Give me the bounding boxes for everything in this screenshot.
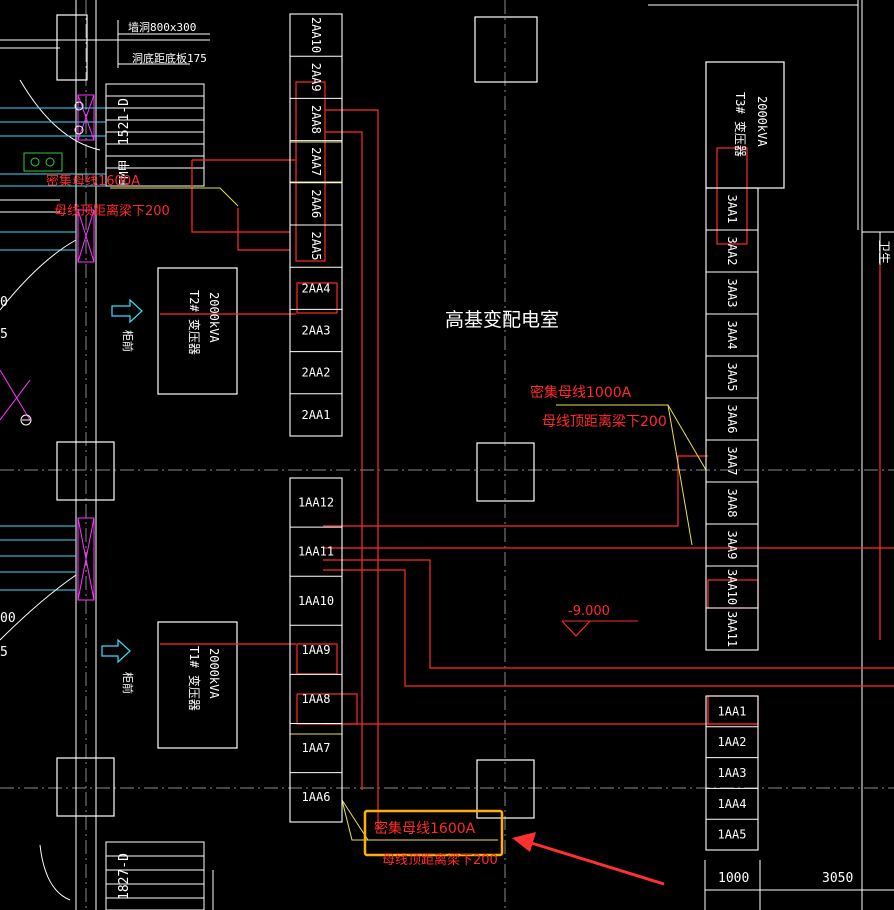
panel-labels-2aa: 2AA10 2AA9 2AA8 2AA7 2AA6 2AA5 2AA4 2AA3 2AA2 2AA… xyxy=(290,13,342,422)
panel-label: 3AA2 xyxy=(725,237,739,266)
panel-label: 1AA4 xyxy=(718,797,747,811)
edge-fragment-4: 5 xyxy=(0,645,8,660)
dim-1000: 1000 xyxy=(718,871,749,886)
annotation-hole-bottom: 洞底距底板175 xyxy=(132,51,207,65)
panel-label: 1AA9 xyxy=(302,643,331,657)
panel-label: 1AA6 xyxy=(302,790,331,804)
transformer-t3-name: T3# 变压器 xyxy=(733,92,748,157)
elevation-marker xyxy=(561,620,638,637)
edge-right-label: 卫生 xyxy=(877,240,891,264)
bottom-busway-line1[interactable]: 密集母线1600A xyxy=(374,820,476,837)
panel-label: 3AA1 xyxy=(725,195,739,224)
bottom-busway-line2: 母线顶距离梁下200 xyxy=(382,852,498,868)
panel-labels-1aa-right: 1AA1 1AA2 1AA3 1AA4 1AA5 xyxy=(706,695,758,842)
panel-label: 2AA10 xyxy=(309,17,323,53)
panel-label: 3AA3 xyxy=(725,279,739,308)
panel-label: 2AA1 xyxy=(302,408,331,422)
left-busway-line2: 母线顶距离梁下200 xyxy=(54,203,170,219)
yellow-leaders xyxy=(110,141,758,841)
transformer-boxes xyxy=(157,61,785,749)
transformer-t1-name: T1# 变压器 xyxy=(187,646,202,711)
left-busway-line1: 密集母线1600A xyxy=(46,173,140,189)
panel-label: 3AA6 xyxy=(725,405,739,434)
elevation-value: -9.000 xyxy=(568,604,610,619)
panel-label: 1AA12 xyxy=(298,496,334,510)
panel-label: 1AA11 xyxy=(298,545,334,559)
panel-label: 1AA7 xyxy=(302,741,331,755)
panel-labels-1aa: 1AA12 1AA11 1AA10 1AA9 1AA8 1AA7 1AA6 xyxy=(290,477,342,804)
panel-label: 3AA4 xyxy=(725,321,739,350)
panel-label: 2AA5 xyxy=(309,232,323,261)
left-cable-lines xyxy=(0,107,106,641)
panel-label: 1AA8 xyxy=(302,692,331,706)
panel-label: 3AA8 xyxy=(725,489,739,518)
room-label: 高基变配电室 xyxy=(445,309,559,331)
annotation-wall-hole: 墙洞800x300 xyxy=(128,20,196,34)
transformer-t3-rating: 2000kVA xyxy=(755,96,769,147)
entry-label-bottom: 柜前 xyxy=(121,672,135,694)
panel-label: 1AA10 xyxy=(298,594,334,608)
door-code-top: FM甲 xyxy=(117,160,131,186)
wall-openings xyxy=(77,94,95,601)
highlight-box[interactable] xyxy=(363,809,504,857)
panel-label: 1AA2 xyxy=(718,735,747,749)
panel-label: 2AA4 xyxy=(302,281,331,295)
panel-label: 1AA5 xyxy=(718,828,747,842)
wall-symbols xyxy=(20,101,84,426)
right-busway-line1: 密集母线1000A xyxy=(530,384,632,401)
right-busway-line2: 母线顶距离梁下200 xyxy=(542,413,667,430)
entry-label-top: 柜前 xyxy=(121,330,135,352)
panel-label: 3AA7 xyxy=(725,447,739,476)
transformer-t2-name: T2# 变压器 xyxy=(187,290,202,355)
panel-label: 3AA10 xyxy=(725,569,739,605)
panel-label: 2AA8 xyxy=(309,105,323,134)
panel-label: 3AA11 xyxy=(725,611,739,647)
panel-label: 2AA3 xyxy=(302,324,331,338)
red-busways xyxy=(160,81,894,830)
dim-3050: 3050 xyxy=(822,871,853,886)
entry-arrows xyxy=(101,298,143,664)
edge-fragment-1: 0 xyxy=(0,295,8,310)
panel-label: 1AA3 xyxy=(718,766,747,780)
stair-bottom xyxy=(39,841,205,910)
transformer-t2-rating: 2000kVA xyxy=(207,292,221,343)
panel-label: 3AA9 xyxy=(725,531,739,560)
transformer-t1-rating: 2000kVA xyxy=(207,648,221,699)
door-label-bottom: 1827-D xyxy=(117,853,132,900)
pointer-arrow xyxy=(512,832,665,886)
door-label-top: 1521-D xyxy=(117,98,132,145)
panel-label: 2AA7 xyxy=(309,147,323,176)
top-leaders xyxy=(117,20,210,68)
edge-fragment-3: 00 xyxy=(0,611,16,626)
panel-label: 2AA6 xyxy=(309,189,323,218)
panel-label: 1AA1 xyxy=(718,704,747,718)
edge-fragment-2: 5 xyxy=(0,327,8,342)
panel-label: 3AA5 xyxy=(725,363,739,392)
panel-label: 2AA2 xyxy=(302,366,331,380)
stair-top xyxy=(19,79,205,187)
panel-labels-3aa: 3AA1 3AA2 3AA3 3AA4 3AA5 3AA6 3AA7 3AA8 3AA9 3AA1… xyxy=(706,187,758,647)
structural-columns xyxy=(56,14,538,819)
panel-label: 2AA9 xyxy=(309,63,323,92)
